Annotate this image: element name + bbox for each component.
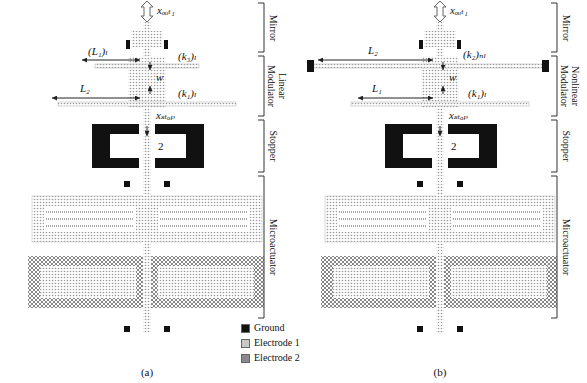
dimension-label: L₁ bbox=[372, 82, 382, 95]
dimension-label: w bbox=[449, 71, 456, 84]
panel-a-structure bbox=[28, 1, 264, 334]
legend-swatch bbox=[241, 354, 250, 363]
stiffness-label: (k₂)ₙₗ bbox=[463, 48, 486, 61]
legend-text: Electrode 2 bbox=[254, 352, 300, 364]
legend-swatch bbox=[241, 339, 250, 348]
dimension-label: 2 bbox=[451, 140, 457, 153]
section-label: Linear Modulator bbox=[266, 57, 287, 115]
section-label: Nonlinear Modulator bbox=[559, 57, 580, 115]
section-label: Microactuator bbox=[561, 219, 572, 276]
section-label: Mirror bbox=[268, 15, 279, 42]
stiffness-label: (k₃)ₗ bbox=[178, 50, 197, 63]
dimension-label: 2 bbox=[158, 140, 164, 153]
legend-text: Electrode 1 bbox=[254, 337, 300, 349]
dimension-label: L₂ bbox=[80, 82, 90, 95]
legend-text: Ground bbox=[254, 322, 285, 334]
dimension-label: (L₁)ₗ bbox=[88, 45, 108, 58]
signal-label: xₒᵤₜ₁ bbox=[157, 4, 175, 17]
dimension-label: w bbox=[156, 71, 163, 84]
legend-swatch bbox=[241, 324, 250, 333]
signal-label: xₒᵤₜ₁ bbox=[450, 4, 468, 17]
signal-label: xₛₜₒₚ bbox=[449, 109, 468, 122]
panel-b-structure bbox=[321, 1, 557, 334]
dimension-label: L₂ bbox=[368, 44, 378, 57]
signal-label: xₛₜₒₚ bbox=[156, 109, 175, 122]
section-label: Stopper bbox=[268, 130, 279, 161]
nonlinear-modulator bbox=[307, 60, 549, 106]
panel-label: (a) bbox=[141, 366, 153, 379]
section-label: Mirror bbox=[561, 15, 572, 42]
panel-label: (b) bbox=[434, 366, 447, 379]
stiffness-label: (k₁)ₗ bbox=[178, 87, 197, 100]
section-label: Stopper bbox=[561, 130, 572, 161]
stiffness-label: (k₁)ₗ bbox=[468, 87, 487, 100]
linear-modulator bbox=[52, 60, 236, 106]
section-label: Microactuator bbox=[268, 219, 279, 276]
